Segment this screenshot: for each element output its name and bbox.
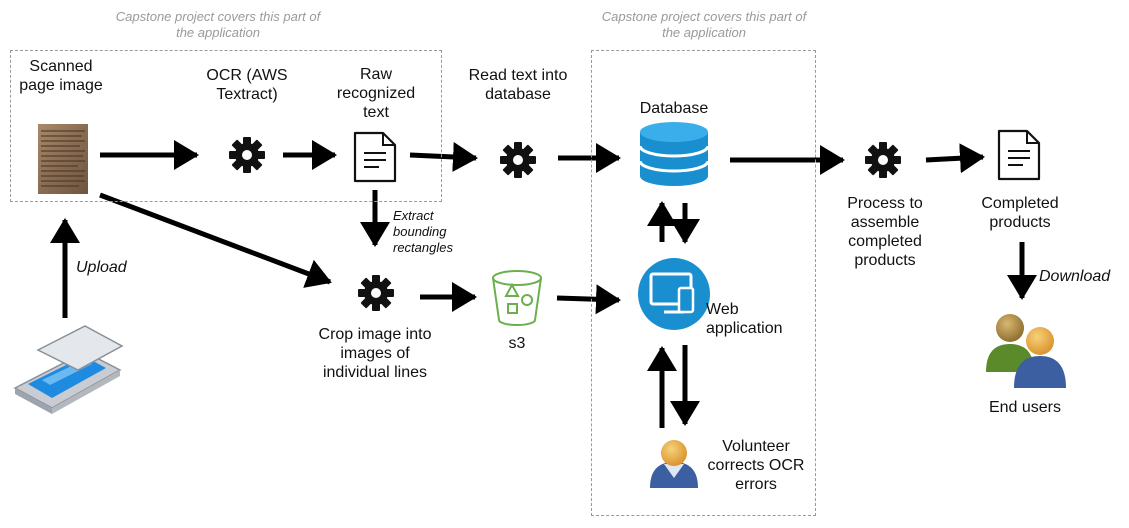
arrow-s3-to-web [556,284,621,315]
process-gear-icon [865,142,901,178]
end-users-label: End users [988,399,1062,416]
web-application-label: Web application [706,301,783,337]
upload-label: Upload [76,259,127,276]
crop-label: Crop image into images of individual lin… [318,326,432,381]
raw-text-label: Raw recognized text [336,66,416,121]
extract-label: Extract bounding rectangles [393,208,453,255]
read-gear-icon [500,142,536,178]
capstone-box-left [10,50,442,202]
bucket-icon [492,270,542,326]
ocr-label: OCR (AWS Textract) [206,67,288,103]
process-label: Process to assemble completed products [847,195,923,269]
crop-gear-icon [358,275,394,311]
capstone-box-right [591,50,816,516]
person-icon [650,440,698,488]
volunteer-label: Volunteer corrects OCR errors [707,438,805,493]
devices-icon [638,258,710,330]
arrow-raw-to-read [409,141,478,172]
completed-document-icon [997,129,1041,181]
read-text-label: Read text into database [468,67,568,103]
scanned-page-label: Scanned page image [19,58,103,94]
capstone-caption-right: Capstone project covers this part of the… [601,9,807,40]
capstone-caption-left: Capstone project covers this part of the… [115,9,321,40]
users-icon [986,314,1066,388]
database-label: Database [639,100,709,117]
download-label: Download [1039,268,1111,285]
completed-products-label: Completed products [981,195,1059,231]
arrow-process-to-completed [925,143,985,174]
database-icon [638,122,710,186]
s3-label: s3 [508,335,526,352]
scanned-page-thumbnail [38,124,88,194]
arrow-scan-to-crop [99,192,332,288]
scanner-icon [13,325,124,414]
